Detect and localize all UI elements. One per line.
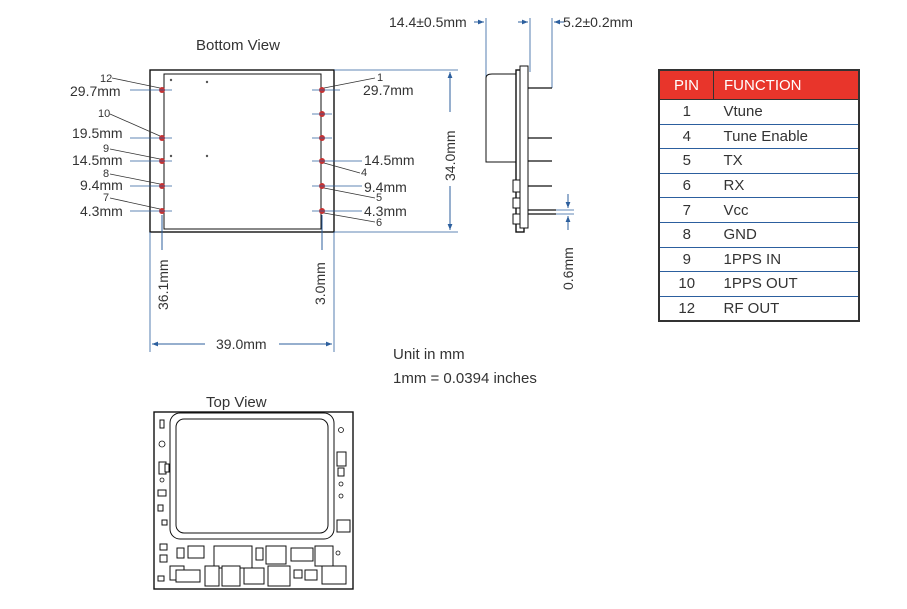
pin-cell: 4	[659, 124, 714, 150]
table-row: 12 RF OUT	[659, 296, 859, 321]
right-pin-number: 5	[376, 192, 382, 204]
height-dimension: 34.0mm	[334, 69, 458, 233]
pin-cell: 9	[659, 247, 714, 273]
thickness-dimension: 14.4±0.5mm	[389, 14, 467, 30]
svg-text:34.0mm: 34.0mm	[442, 130, 458, 181]
left-offset-dimension: 36.1mm	[155, 215, 171, 310]
function-cell: Tune Enable	[713, 124, 859, 150]
right-pin-dim: 29.7mm	[363, 82, 414, 98]
right-pin-dim: 4.3mm	[364, 203, 407, 219]
table-header-row: PIN FUNCTION	[658, 69, 860, 100]
pin-cell: 1	[659, 99, 714, 125]
function-cell: RF OUT	[723, 300, 780, 318]
pin-cell: 8	[659, 222, 714, 248]
units-line-1: Unit in mm	[393, 346, 465, 363]
pin-length-dimension: 5.2±0.2mm	[563, 14, 633, 30]
right-pin-dim: 14.5mm	[364, 152, 415, 168]
left-pin-dim: 14.5mm	[72, 152, 123, 168]
function-cell: GND	[713, 222, 859, 248]
right-pin-number: 1	[377, 72, 383, 84]
bottom-view-module	[149, 69, 335, 233]
left-pin-pads	[159, 87, 165, 214]
left-pin-dim: 19.5mm	[72, 125, 123, 141]
function-cell: Vtune	[713, 99, 859, 125]
svg-text:36.1mm: 36.1mm	[155, 259, 171, 310]
function-cell: 1PPS IN	[713, 247, 859, 273]
pin-cell: 12	[678, 300, 696, 318]
right-pin-number: 6	[376, 217, 382, 229]
right-offset-dimension: 3.0mm	[312, 215, 328, 305]
left-pin-number: 9	[103, 143, 109, 155]
function-cell: RX	[713, 173, 859, 199]
left-pin-number: 8	[103, 168, 109, 180]
left-pin-number: 7	[103, 192, 109, 204]
pin-cell: 6	[659, 173, 714, 199]
svg-text:3.0mm: 3.0mm	[312, 262, 328, 305]
left-pin-number: 10	[98, 108, 110, 120]
width-dimension: 39.0mm	[152, 336, 332, 352]
left-pin-number: 12	[100, 73, 112, 85]
function-cell: TX	[713, 148, 859, 174]
left-pin-dim: 4.3mm	[80, 203, 123, 219]
bottom-view-title: Bottom View	[196, 37, 280, 54]
side-view: 14.4±0.5mm 5.2±0.2mm 0.6mm	[389, 14, 633, 290]
function-cell: Vcc	[713, 197, 859, 223]
pin-column-header: PIN	[658, 69, 714, 100]
function-column-header: FUNCTION	[713, 69, 860, 100]
right-pin-number: 4	[361, 167, 367, 179]
pin-cell: 5	[659, 148, 714, 174]
function-cell: 1PPS OUT	[713, 271, 859, 297]
left-pin-dim: 29.7mm	[70, 83, 121, 99]
right-pin-dim: 9.4mm	[364, 179, 407, 195]
pin-cell: 7	[659, 197, 714, 223]
top-view-title: Top View	[206, 394, 267, 411]
pin-dimension: 0.6mm	[560, 247, 576, 290]
pin-cell: 10	[659, 271, 714, 297]
top-view-module	[153, 411, 354, 590]
left-pin-dim: 9.4mm	[80, 177, 123, 193]
svg-text:39.0mm: 39.0mm	[216, 336, 267, 352]
units-line-2: 1mm = 0.0394 inches	[393, 370, 537, 387]
